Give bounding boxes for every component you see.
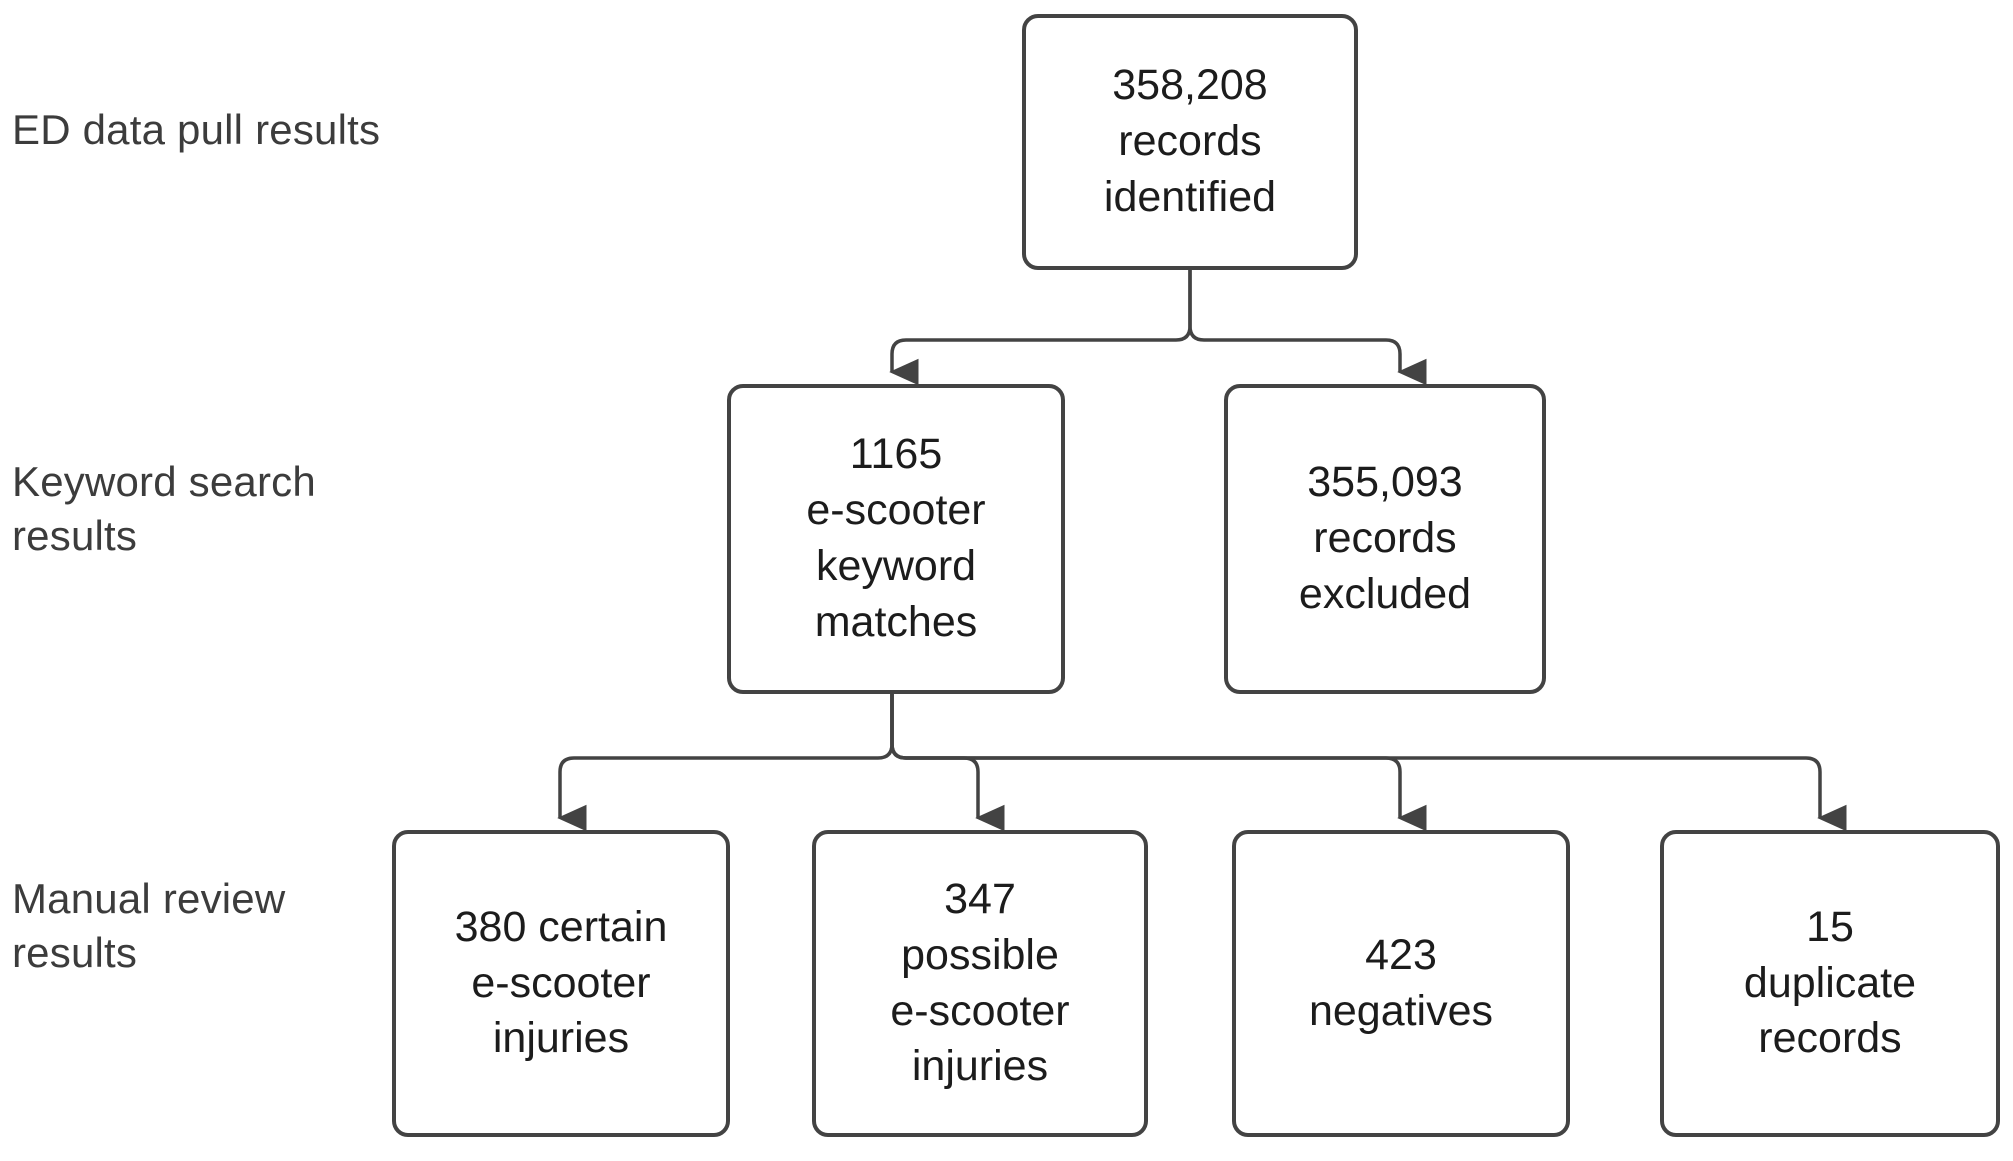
- row-label-keyword-search-results: Keyword search results: [12, 458, 316, 559]
- row-label-ed-data-pull-results: ED data pull results: [12, 106, 381, 153]
- node-records-excluded[interactable]: 355,093 records excluded: [1224, 384, 1546, 694]
- node-duplicate-records[interactable]: 15 duplicate records: [1660, 830, 2000, 1137]
- edge-keyword-matches-to-negatives: [890, 694, 1427, 832]
- node-certain-injuries[interactable]: 380 certain e-scooter injuries: [392, 830, 730, 1137]
- node-possible-injuries[interactable]: 347 possible e-scooter injuries: [812, 830, 1148, 1137]
- edge-records-identified-to-keyword-matches: [889, 270, 1192, 386]
- row-label-manual-review-results: Manual review results: [12, 875, 286, 976]
- node-negatives[interactable]: 423 negatives: [1232, 830, 1570, 1137]
- edge-keyword-matches-to-duplicate-records: [890, 694, 1847, 832]
- edge-keyword-matches-to-certain-injuries: [557, 694, 894, 832]
- node-keyword-matches[interactable]: 1165 e-scooter keyword matches: [727, 384, 1065, 694]
- edge-records-identified-to-records-excluded: [1188, 270, 1427, 386]
- edge-keyword-matches-to-possible-injuries: [890, 694, 1005, 832]
- node-records-identified[interactable]: 358,208 records identified: [1022, 14, 1358, 270]
